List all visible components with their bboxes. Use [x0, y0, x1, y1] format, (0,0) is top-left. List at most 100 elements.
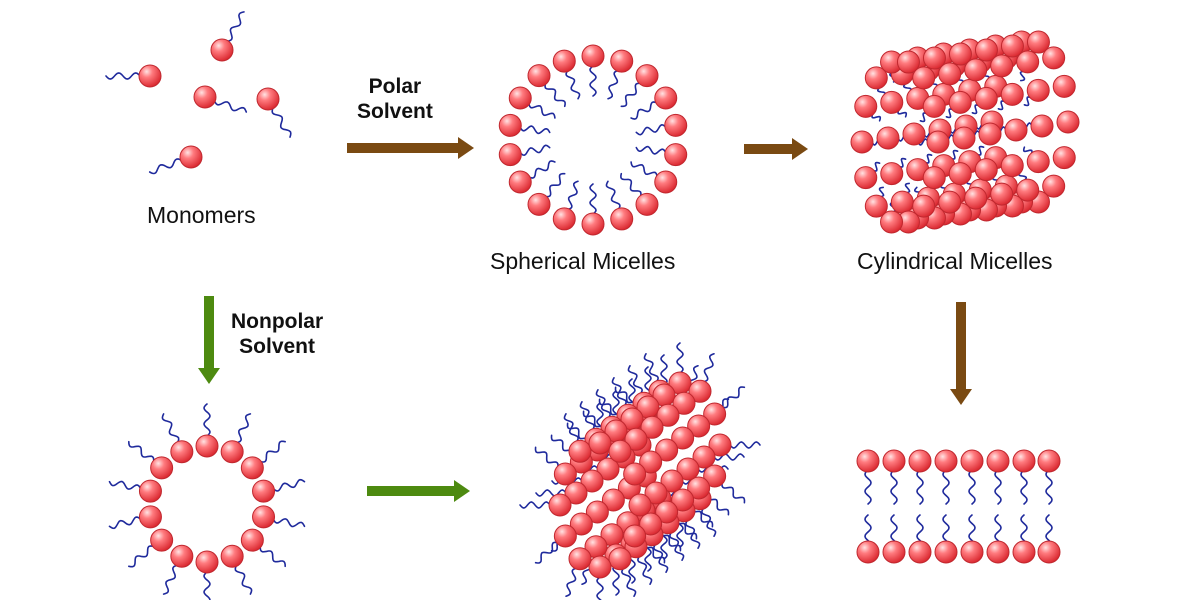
polar-head — [1026, 150, 1050, 174]
hydrophobic-tail — [864, 469, 872, 505]
polar-head — [553, 524, 577, 548]
polar-head — [960, 540, 984, 564]
polar-head — [639, 512, 663, 536]
polar-head — [938, 190, 962, 214]
hydrophobic-tail — [213, 99, 248, 113]
polar-head — [880, 90, 904, 114]
hydrophobic-tail — [519, 144, 551, 157]
spherical-micelles-label: Spherical Micelles — [490, 248, 676, 274]
polar-head — [138, 64, 162, 88]
hydrophobic-tail — [528, 102, 556, 119]
polar-head — [948, 42, 972, 66]
polar-head — [880, 210, 904, 234]
arrowhead — [454, 480, 470, 502]
polar-head — [220, 440, 244, 464]
polar-head — [1004, 118, 1028, 142]
polar-head — [220, 544, 244, 568]
hydrophobic-tail — [916, 469, 924, 505]
hydrophobic-tail — [203, 571, 211, 605]
nonpolar-solvent-line1: Nonpolar — [231, 310, 324, 333]
polar-head — [623, 524, 647, 548]
hydrophobic-tail — [528, 160, 556, 179]
polar-head — [596, 457, 620, 481]
polar-head — [974, 38, 998, 62]
hydrophobic-tail — [660, 354, 668, 386]
polar-head — [882, 449, 906, 473]
polar-head — [856, 540, 880, 564]
polar-head — [990, 54, 1014, 78]
polar-head — [854, 166, 878, 190]
polar-head — [1026, 78, 1050, 102]
monomers-group — [105, 11, 292, 175]
hydrophobic-tail — [128, 545, 155, 568]
polar-head — [1016, 50, 1040, 74]
polar-head — [179, 145, 203, 169]
hydrophobic-tail — [676, 342, 684, 374]
polar-head — [938, 62, 962, 86]
polar-head — [1012, 540, 1036, 564]
hydrophobic-tail — [643, 353, 659, 383]
polar-head — [654, 86, 678, 110]
hydrophobic-tail — [544, 172, 566, 198]
arrows-group — [198, 137, 972, 502]
hydrophobic-tail — [627, 365, 643, 395]
hydrophobic-tail — [721, 481, 746, 504]
hydrophobic-tail — [653, 543, 669, 573]
polar-head — [948, 90, 972, 114]
polar-head — [703, 464, 727, 488]
polar-head — [569, 512, 593, 536]
polar-head — [138, 505, 162, 529]
polar-head — [990, 182, 1014, 206]
polar-head — [552, 49, 576, 73]
polar-head — [876, 126, 900, 150]
hydrophobic-tail — [1020, 469, 1028, 505]
polar-head — [850, 130, 874, 154]
polar-head — [687, 476, 711, 500]
hydrophobic-tail — [968, 469, 976, 505]
hydrophobic-tail — [259, 440, 286, 463]
cylindrical-micelles-label: Cylindrical Micelles — [857, 248, 1053, 274]
polar-head — [252, 505, 276, 529]
polar-head — [896, 50, 920, 74]
polar-head — [508, 170, 532, 194]
polar-head — [656, 403, 680, 427]
hydrophobic-tail — [685, 519, 701, 549]
reverse-micelle — [108, 403, 306, 605]
hydrophobic-tail — [519, 125, 551, 135]
polar-head — [170, 544, 194, 568]
hydrophobic-tail — [630, 161, 658, 178]
polar-head — [635, 192, 659, 216]
hydrophobic-tail — [620, 82, 642, 108]
polar-head — [922, 94, 946, 118]
polar-head — [964, 58, 988, 82]
hydrophobic-tail — [565, 69, 581, 100]
cylindrical-micelle — [850, 30, 1080, 234]
hydrophobic-tail — [272, 478, 306, 492]
polar-head — [640, 415, 664, 439]
nonpolar-solvent-arrow — [198, 296, 220, 384]
polar-solvent-line2: Solvent — [357, 100, 433, 123]
polar-head — [568, 439, 592, 463]
polar-head — [1000, 154, 1024, 178]
hydrophobic-tail — [565, 567, 578, 597]
hydrophobic-tail — [669, 531, 685, 561]
polar-head — [195, 550, 219, 574]
polar-head — [610, 49, 634, 73]
hydrophobic-tail — [535, 489, 567, 497]
polar-head — [1056, 110, 1080, 134]
hydrophobic-tail — [994, 469, 1002, 505]
polar-head — [240, 456, 264, 480]
hydrophobic-tail — [620, 172, 642, 198]
polar-head — [688, 379, 712, 403]
polar-head — [654, 170, 678, 194]
arrowhead — [198, 368, 220, 384]
polar-head — [644, 481, 668, 505]
polar-head — [708, 433, 732, 457]
hydrophobic-tail — [621, 567, 637, 597]
hydrophobic-tail — [148, 158, 183, 175]
polar-head — [672, 391, 696, 415]
polar-head — [1012, 449, 1036, 473]
hydrophobic-tail — [534, 446, 559, 469]
polar-head — [548, 493, 572, 517]
